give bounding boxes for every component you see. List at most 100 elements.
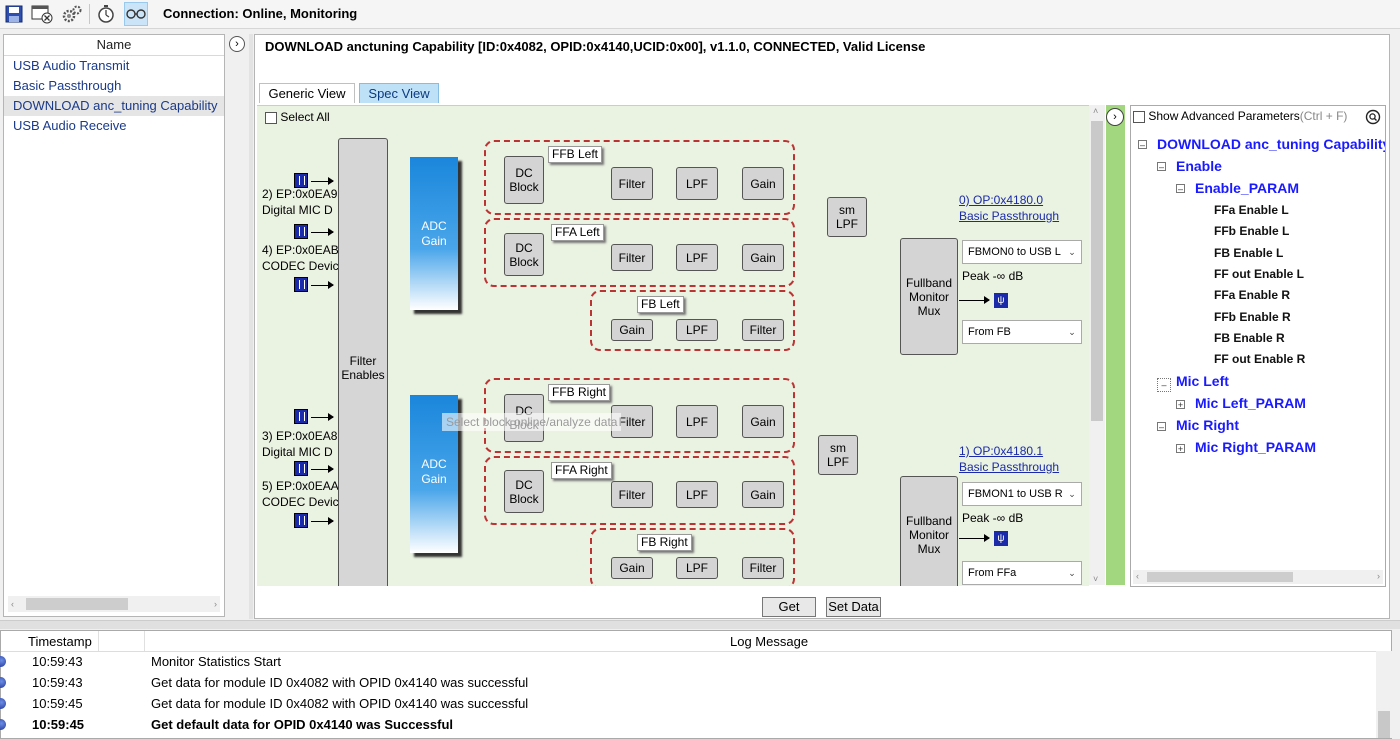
module-item-selected[interactable]: DOWNLOAD anc_tuning Capability: [4, 96, 224, 116]
set-data-button[interactable]: Set Data: [826, 597, 881, 617]
disconnect-icon[interactable]: [30, 2, 54, 26]
tree-leaf[interactable]: FB Enable L: [1214, 246, 1284, 260]
module-item[interactable]: USB Audio Transmit: [13, 58, 130, 73]
scroll-thumb[interactable]: [1378, 711, 1390, 738]
tree-leaf[interactable]: FFb Enable L: [1214, 224, 1290, 238]
tree-leaf[interactable]: FB Enable R: [1214, 331, 1285, 345]
endpoint-icon[interactable]: [294, 409, 308, 424]
lpf-block[interactable]: LPF: [676, 319, 718, 341]
gain-block[interactable]: Gain: [611, 319, 653, 341]
log-panel: Timestamp Log Message 10:59:43 Monitor S…: [0, 630, 1392, 739]
gears-icon[interactable]: [60, 2, 84, 26]
filter-block[interactable]: Filter: [611, 244, 653, 271]
tab-spec-view[interactable]: Spec View: [359, 83, 439, 103]
tree-root[interactable]: DOWNLOAD anc_tuning Capability: [1157, 136, 1386, 152]
save-icon[interactable]: [2, 2, 26, 26]
expand-icon[interactable]: +: [1176, 444, 1185, 454]
tree-node-enable-param[interactable]: Enable_PARAM: [1195, 180, 1299, 196]
source-select[interactable]: From FB⌄: [962, 320, 1082, 344]
log-row[interactable]: 10:59:43 Monitor Statistics Start: [0, 651, 1371, 672]
lpf-block[interactable]: LPF: [676, 244, 718, 271]
tree-leaf[interactable]: FF out Enable L: [1214, 267, 1304, 281]
collapse-icon[interactable]: –: [1157, 422, 1166, 432]
monitor-select[interactable]: FBMON0 to USB L⌄: [962, 240, 1082, 264]
scroll-thumb[interactable]: [26, 598, 128, 610]
filter-block[interactable]: Filter: [742, 557, 784, 579]
search-icon[interactable]: [1365, 109, 1381, 125]
expand-right-icon[interactable]: ›: [1106, 108, 1124, 126]
operator-link[interactable]: 1) OP:0x4180.1: [959, 444, 1044, 458]
tree-leaf[interactable]: FFa Enable R: [1214, 288, 1291, 302]
lpf-block[interactable]: LPF: [676, 557, 718, 579]
message-column-header[interactable]: Log Message: [730, 634, 809, 649]
log-scrollbar[interactable]: [1376, 651, 1392, 738]
select-all-checkbox[interactable]: Select All: [265, 110, 330, 124]
tree-leaf[interactable]: FFb Enable R: [1214, 310, 1291, 324]
tree-node-mic-right[interactable]: Mic Right: [1176, 417, 1239, 433]
canvas-scrollbar[interactable]: ˄ ˅: [1089, 105, 1105, 585]
filter-block[interactable]: Filter: [742, 319, 784, 341]
timestamp-column-header[interactable]: Timestamp: [28, 634, 92, 649]
lpf-block[interactable]: LPF: [676, 405, 718, 438]
show-advanced-checkbox[interactable]: Show Advanced Parameters(Ctrl + F): [1133, 109, 1347, 123]
get-data-button[interactable]: Get Data: [762, 597, 816, 632]
tab-generic-view[interactable]: Generic View: [259, 83, 355, 103]
source-select[interactable]: From FFa⌄: [962, 561, 1082, 585]
lpf-block[interactable]: LPF: [676, 167, 718, 200]
monitor-select[interactable]: FBMON1 to USB R⌄: [962, 482, 1082, 506]
collapse-icon[interactable]: –: [1157, 378, 1171, 392]
gain-block[interactable]: Gain: [742, 405, 784, 438]
collapse-icon[interactable]: –: [1176, 184, 1185, 194]
scroll-thumb[interactable]: [1091, 121, 1103, 421]
log-row[interactable]: 10:59:45 Get default data for OPID 0x414…: [0, 714, 1371, 735]
vertical-splitter[interactable]: [249, 34, 253, 619]
horizontal-splitter[interactable]: [0, 620, 1400, 629]
collapse-icon[interactable]: –: [1157, 162, 1166, 172]
operator-link[interactable]: 0) OP:0x4180.0: [959, 193, 1044, 207]
timer-icon[interactable]: [94, 2, 118, 26]
gain-block[interactable]: Gain: [742, 244, 784, 271]
collapse-left-icon[interactable]: ›: [229, 36, 245, 52]
source-select-value: From FB: [968, 326, 1011, 338]
filter-block[interactable]: Filter: [611, 167, 653, 200]
module-item[interactable]: Basic Passthrough: [13, 78, 122, 93]
gain-block[interactable]: Gain: [742, 481, 784, 508]
scroll-thumb[interactable]: [1147, 572, 1293, 582]
operator-link[interactable]: Basic Passthrough: [959, 460, 1060, 474]
expand-icon[interactable]: +: [1176, 400, 1185, 410]
operator-link[interactable]: Basic Passthrough: [959, 209, 1060, 223]
gain-block[interactable]: Gain: [611, 557, 653, 579]
lpf-block[interactable]: LPF: [676, 481, 718, 508]
filter-block[interactable]: Filter: [611, 481, 653, 508]
log-row[interactable]: 10:59:43 Get data for module ID 0x4082 w…: [0, 672, 1371, 693]
log-row[interactable]: 10:59:45 Get data for module ID 0x4082 w…: [0, 693, 1371, 714]
panel-divider[interactable]: [1106, 105, 1125, 585]
monitor-icon[interactable]: [124, 2, 148, 26]
tree-leaf[interactable]: FFa Enable L: [1214, 203, 1289, 217]
tree-node-mic-left-param[interactable]: Mic Left_PARAM: [1195, 395, 1306, 411]
module-item[interactable]: USB Audio Receive: [13, 118, 127, 133]
info-icon: [0, 698, 6, 709]
endpoint-icon[interactable]: [294, 277, 308, 292]
tree-node-mic-right-param[interactable]: Mic Right_PARAM: [1195, 439, 1317, 455]
gain-block[interactable]: Gain: [742, 167, 784, 200]
endpoint-icon[interactable]: [294, 173, 308, 188]
parameter-tree-scrollbar[interactable]: ‹ ›: [1133, 570, 1383, 584]
tree-leaf[interactable]: FF out Enable R: [1214, 352, 1306, 366]
endpoint-icon[interactable]: [294, 513, 308, 528]
tree-node-enable[interactable]: Enable: [1176, 158, 1222, 174]
module-list-scrollbar[interactable]: ‹ ›: [8, 596, 220, 612]
tree-node-mic-left[interactable]: Mic Left: [1176, 373, 1229, 389]
collapse-icon[interactable]: –: [1138, 140, 1147, 150]
endpoint-icon[interactable]: [294, 224, 308, 239]
endpoint-icon[interactable]: [294, 461, 308, 476]
